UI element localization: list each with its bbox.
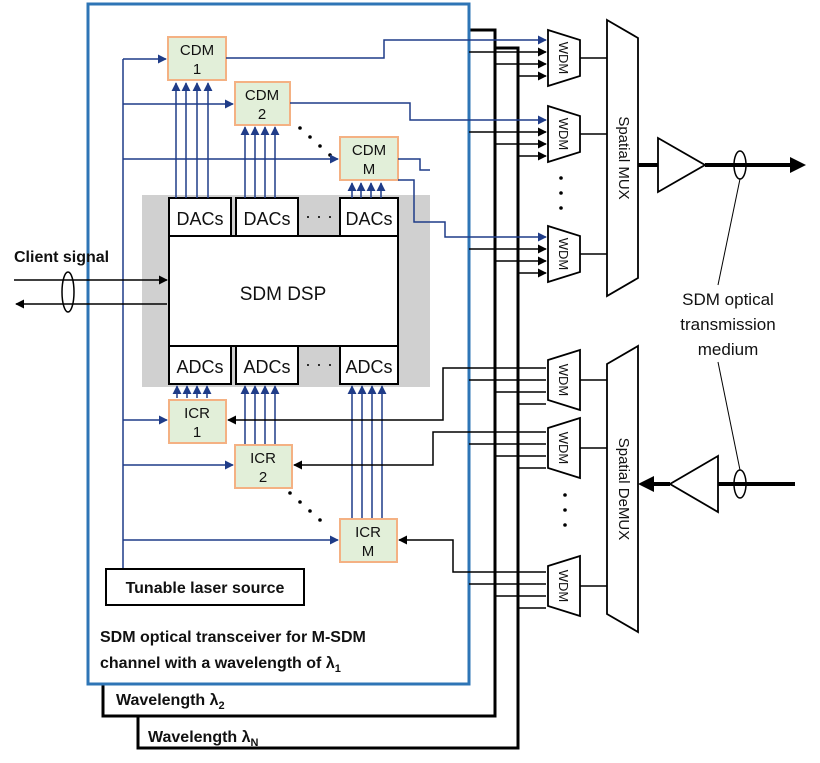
- icr-name-1: ICR: [184, 405, 210, 422]
- cdm-box-1: [167, 36, 227, 81]
- medium-line-3: medium: [698, 340, 758, 359]
- dac-label-2: DACs: [243, 209, 290, 229]
- cdm-name-3: CDM: [352, 142, 386, 159]
- dac-cdm-arrows: [171, 82, 386, 198]
- cdm-output-lines: [226, 35, 547, 242]
- icr-name-3: ICR: [355, 524, 381, 541]
- caption-line2-text: channel with a wavelength of λ: [100, 655, 335, 672]
- sdm-dsp-label: SDM DSP: [240, 284, 327, 305]
- cdm-name-2: CDM: [245, 87, 279, 104]
- wavelength-n-sub: N: [251, 737, 259, 749]
- dac-group: DACs DACs DACs · · ·: [168, 197, 399, 237]
- wavelength-n-text: Wavelength λ: [148, 729, 251, 746]
- icr-index-2: 2: [259, 469, 267, 486]
- icr-index-1: 1: [193, 424, 201, 441]
- icr-index-3: M: [362, 543, 375, 560]
- client-signal-label: Client signal: [14, 249, 109, 266]
- cdm-box-2: [234, 81, 291, 126]
- wavelength-2-text: Wavelength λ: [116, 692, 219, 709]
- wdm-tx-group: WDM WDM WDM: [547, 28, 581, 284]
- wdm-rx-2-label: WDM: [556, 432, 571, 465]
- wdm-tx-3-label: WDM: [556, 238, 571, 271]
- cdm-ellipsis: [298, 126, 332, 157]
- wdm-tx-1: [547, 28, 581, 88]
- adc-label-1: ADCs: [176, 357, 223, 377]
- adc-box-2: [235, 345, 299, 385]
- icr-name-2: ICR: [250, 450, 276, 467]
- wdm-mux-lines: [580, 57, 607, 587]
- cdm-name-1: CDM: [180, 42, 214, 59]
- medium-line-2: transmission: [680, 315, 775, 334]
- wavelength-2-label: Wavelength λ2: [116, 692, 225, 712]
- adc-box-1: [168, 345, 232, 385]
- wdm-tx-3: [547, 224, 581, 284]
- client-signal-arrows: [14, 271, 168, 313]
- spatial-mux-label: Spatial MUX: [615, 116, 632, 199]
- adc-label-3: ADCs: [345, 357, 392, 377]
- cdm-box-3: [339, 136, 399, 181]
- caption-line2-sub: 1: [335, 663, 341, 675]
- dac-label-3: DACs: [345, 209, 392, 229]
- tx-amplifier: [638, 136, 806, 194]
- wavelength-2-sub: 2: [219, 700, 225, 712]
- icr-box-2: [234, 444, 293, 489]
- cdm-index-2: 2: [258, 106, 266, 123]
- icr-box-3: [339, 518, 398, 563]
- wdm-rx-group: WDM WDM WDM: [547, 348, 581, 618]
- medium-line-1: SDM optical: [682, 290, 774, 309]
- icr-ellipsis: [288, 491, 322, 522]
- adc-box-3: [339, 345, 399, 385]
- wdm-rx-1: [547, 348, 581, 412]
- wdm-rx-2: [547, 416, 581, 480]
- wdm-rx-ellipsis: [563, 493, 567, 527]
- adc-label-2: ADCs: [243, 357, 290, 377]
- wdm-rx-3-label: WDM: [556, 570, 571, 603]
- icr-input-lines: [227, 367, 546, 609]
- wavelength-n-label: Wavelength λN: [148, 729, 259, 749]
- wdm-tx-2: [547, 104, 581, 164]
- medium-label-group: SDM optical transmission medium: [680, 178, 776, 471]
- icr-adc-arrows: [172, 385, 387, 518]
- dac-dots: · · ·: [305, 206, 333, 226]
- icr-box-1: [168, 399, 227, 444]
- dac-label-1: DACs: [176, 209, 223, 229]
- icr-modules: ICR 1 ICR 2 ICR M: [168, 399, 398, 563]
- adc-dots: · · ·: [305, 354, 333, 374]
- wdm-rx-3: [547, 554, 581, 618]
- spatial-demux-label: Spatial DeMUX: [615, 438, 632, 541]
- cdm-index-1: 1: [193, 61, 201, 78]
- spatial-demux: [606, 344, 639, 634]
- wdm-tx-2-label: WDM: [556, 118, 571, 151]
- wdm-tx-ellipsis: [559, 176, 563, 210]
- adc-group: ADCs ADCs ADCs · · ·: [168, 345, 399, 385]
- rx-amplifier: [638, 454, 795, 514]
- transceiver-caption-line1: SDM optical transceiver for M-SDM: [100, 629, 366, 646]
- cdm-modules: CDM 1 CDM 2 CDM M: [167, 36, 399, 181]
- transceiver-caption-line2: channel with a wavelength of λ1: [100, 655, 341, 675]
- sdm-dsp-box: [168, 235, 399, 347]
- stacked-lines-tx: [469, 47, 547, 278]
- laser-distribution: [122, 54, 339, 570]
- wdm-rx-1-label: WDM: [556, 364, 571, 397]
- spatial-mux: [606, 18, 639, 298]
- tunable-laser-label: Tunable laser source: [126, 580, 285, 597]
- tunable-laser-box: [105, 568, 305, 606]
- wdm-tx-1-label: WDM: [556, 42, 571, 75]
- cdm-index-3: M: [363, 161, 376, 178]
